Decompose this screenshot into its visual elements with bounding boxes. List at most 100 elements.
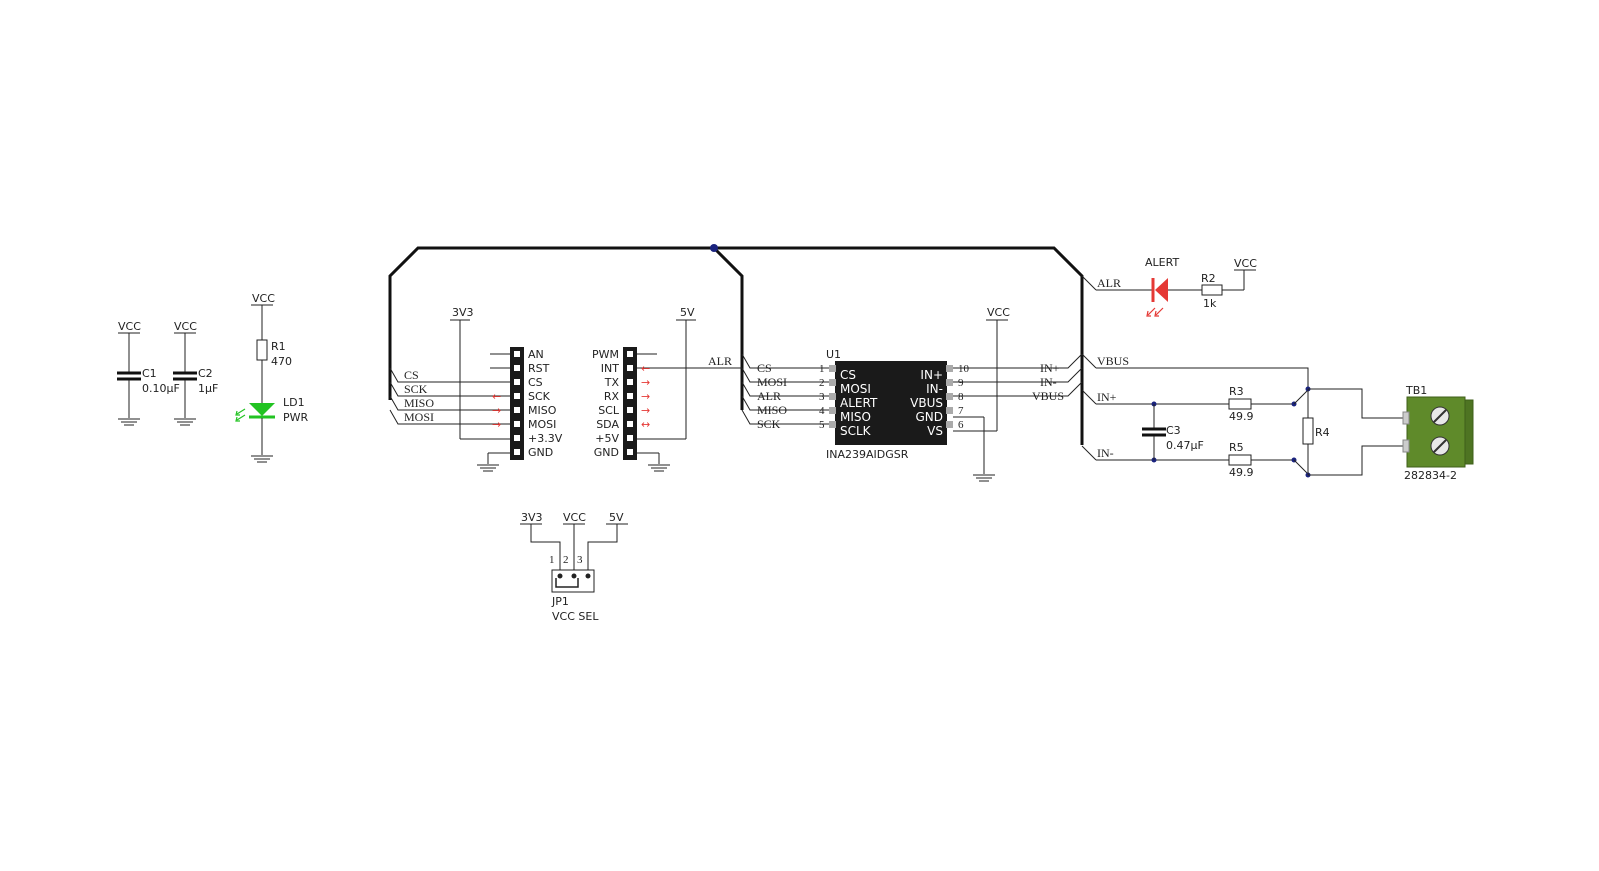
r5-value: 49.9 xyxy=(1229,466,1254,479)
mb-left-arrow-sck-icon: ← xyxy=(492,390,501,403)
u1-vcc-label: VCC xyxy=(987,306,1010,319)
r1-ref: R1 xyxy=(271,340,286,353)
r4-ref: R4 xyxy=(1315,426,1330,439)
mb-left-pin-rst: RST xyxy=(528,362,550,375)
u1-pin-name-sclk: SCLK xyxy=(840,424,872,438)
c2-ground-icon xyxy=(174,418,196,426)
mb-right-ground-icon xyxy=(648,464,670,472)
mb-int-net-label: ALR xyxy=(708,354,732,368)
jp1-ref: JP1 xyxy=(551,595,569,608)
jp1-vcc-label: VCC xyxy=(563,511,586,524)
c2-ref: C2 xyxy=(198,367,213,380)
r2-value: 1k xyxy=(1203,297,1217,310)
alert-led-block: ALR ALERT R2 1k VCC xyxy=(1081,256,1257,317)
c1-value: 0.10µF xyxy=(142,382,180,395)
mb-right-arrow-scl-icon: → xyxy=(641,404,650,417)
u1-net-5: SCK xyxy=(757,417,781,431)
mb-net-miso: MISO xyxy=(404,396,434,410)
mb-left-ground-icon xyxy=(477,464,499,472)
ld1-ref: LD1 xyxy=(283,396,305,409)
u1-pin-name-vbus: VBUS xyxy=(910,396,943,410)
mb-right-pin-rx: RX xyxy=(604,390,620,403)
u1-net-8: VBUS xyxy=(1032,389,1064,403)
mb-right-arrow-rx-icon: → xyxy=(641,390,650,403)
u1-pin-num-7: 7 xyxy=(958,405,964,417)
mb-left-pin-sck: SCK xyxy=(528,390,551,403)
mb-right-pin-tx: TX xyxy=(604,376,620,389)
mb-right-arrow-tx-icon: → xyxy=(641,376,650,389)
jp1-block: 3V3 VCC 5V 1 2 3 JP1 VCC SEL xyxy=(520,511,628,623)
u1-block: U1 INA239AIDGSR CS MOSI ALR MISO SCK 1 2… xyxy=(741,306,1083,482)
u1-ref: U1 xyxy=(826,348,841,361)
alert-led-label: ALERT xyxy=(1145,256,1179,269)
u1-ground-icon xyxy=(973,474,995,482)
alert-net-label: ALR xyxy=(1097,276,1121,290)
mb-5v-label: 5V xyxy=(680,306,695,319)
mb-left-arrow-mosi-icon: → xyxy=(492,418,501,431)
mb-right-header xyxy=(623,347,637,460)
u1-pin-name-alert: ALERT xyxy=(840,396,878,410)
r5-ref: R5 xyxy=(1229,441,1244,454)
mb-right-pin-scl: SCL xyxy=(598,404,620,417)
mb-right-arrow-sda-icon: ↔ xyxy=(641,418,650,431)
mb-3v3-label: 3V3 xyxy=(452,306,474,319)
mb-left-pin-3v3: +3.3V xyxy=(528,432,563,445)
c1-ref: C1 xyxy=(142,367,157,380)
u1-chip xyxy=(835,361,947,445)
ld1-light-rays-icon xyxy=(235,408,246,422)
tb1-block: TB1 282834-2 xyxy=(1402,384,1474,482)
tb1-screw-2-icon xyxy=(1430,436,1450,456)
bus-junction xyxy=(710,244,718,252)
ld1-value: PWR xyxy=(283,411,309,424)
c3-ref: C3 xyxy=(1166,424,1181,437)
tb1-part: 282834-2 xyxy=(1404,469,1457,482)
tb1-ref: TB1 xyxy=(1405,384,1427,397)
r5-resistor xyxy=(1228,454,1252,466)
u1-pin-num-8: 8 xyxy=(958,391,964,403)
jp1-header[interactable] xyxy=(551,569,595,593)
mb-left-pin-mosi: MOSI xyxy=(528,418,556,431)
r2-vcc-label: VCC xyxy=(1234,257,1257,270)
u1-pin-num-4: 4 xyxy=(819,405,825,417)
u1-pin-num-3: 3 xyxy=(819,391,825,403)
top-bus xyxy=(388,246,1084,445)
u1-part: INA239AIDGSR xyxy=(826,448,909,461)
bus-lines xyxy=(388,244,1084,445)
r3-ref: R3 xyxy=(1229,385,1244,398)
inp-net-label: IN+ xyxy=(1097,390,1117,404)
jp1-pin-3: 3 xyxy=(577,554,583,566)
middle-bus xyxy=(712,246,744,410)
u1-pin-num-5: 5 xyxy=(819,419,825,431)
u1-net-1: CS xyxy=(757,361,772,375)
u1-net-3: ALR xyxy=(757,389,781,403)
input-filter-block: VBUS IN+ IN- C3 0.47µF R3 49.9 R5 49.9 xyxy=(1081,353,1407,479)
mikrobus-left-block: 3V3 CS SCK MISO MOSI AN xyxy=(389,306,563,472)
jp1-label: VCC SEL xyxy=(552,610,599,623)
mb-right-pin-gnd: GND xyxy=(594,446,619,459)
u1-pin-num-2: 2 xyxy=(819,377,825,389)
u1-pin-name-mosi: MOSI xyxy=(840,382,871,396)
c2-vcc-label: VCC xyxy=(174,320,197,333)
ld1-ground-icon xyxy=(251,455,273,463)
u1-pin-name-miso: MISO xyxy=(840,410,871,424)
u1-pin-num-9: 9 xyxy=(958,377,964,389)
u1-net-2: MOSI xyxy=(757,375,787,389)
u1-net-4: MISO xyxy=(757,403,787,417)
jp1-shunt-icon xyxy=(555,578,579,588)
mb-right-pin-sda: SDA xyxy=(596,418,619,431)
mb-left-arrow-miso-icon: → xyxy=(492,404,501,417)
u1-pin-name-inm: IN- xyxy=(926,382,943,396)
alert-led-rays-icon xyxy=(1146,307,1164,317)
mb-net-cs: CS xyxy=(404,368,419,382)
mb-right-pin-pwm: PWM xyxy=(592,348,619,361)
ld1-led-icon xyxy=(249,403,275,416)
u1-pin-name-cs: CS xyxy=(840,368,856,382)
jp1-3v3-label: 3V3 xyxy=(521,511,543,524)
tb1-screw-1-icon xyxy=(1430,406,1450,426)
mb-left-pin-miso: MISO xyxy=(528,404,557,417)
mb-right-pin-int: INT xyxy=(601,362,619,375)
jp1-pin-1: 1 xyxy=(549,554,555,566)
c3-value: 0.47µF xyxy=(1166,439,1204,452)
r3-resistor xyxy=(1228,398,1252,410)
